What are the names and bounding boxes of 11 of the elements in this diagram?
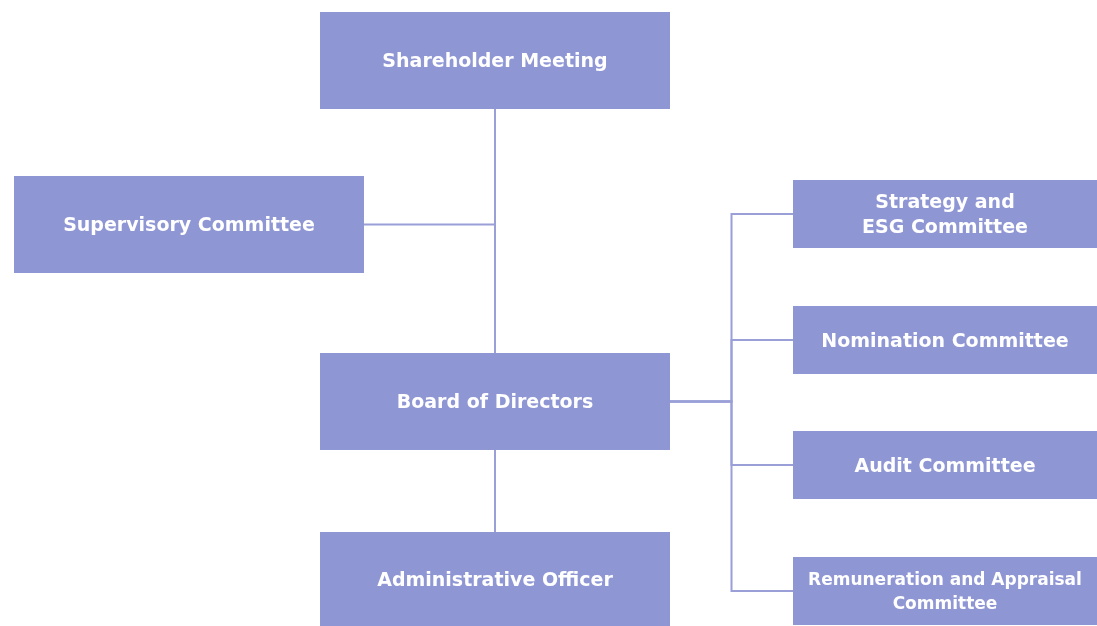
org-box: Nomination Committee xyxy=(793,306,1097,374)
org-box: Administrative Officer xyxy=(320,532,670,626)
connector-line xyxy=(669,400,794,592)
org-box: Audit Committee xyxy=(793,431,1097,499)
org-box: Board of Directors xyxy=(320,353,670,450)
connector-line xyxy=(363,108,496,226)
org-box: Shareholder Meeting xyxy=(320,12,670,109)
org-box: Supervisory Committee xyxy=(14,176,364,273)
org-box: Strategy and ESG Committee xyxy=(793,180,1097,248)
org-box: Remuneration and Appraisal Committee xyxy=(793,557,1097,625)
connector-line xyxy=(494,449,496,533)
